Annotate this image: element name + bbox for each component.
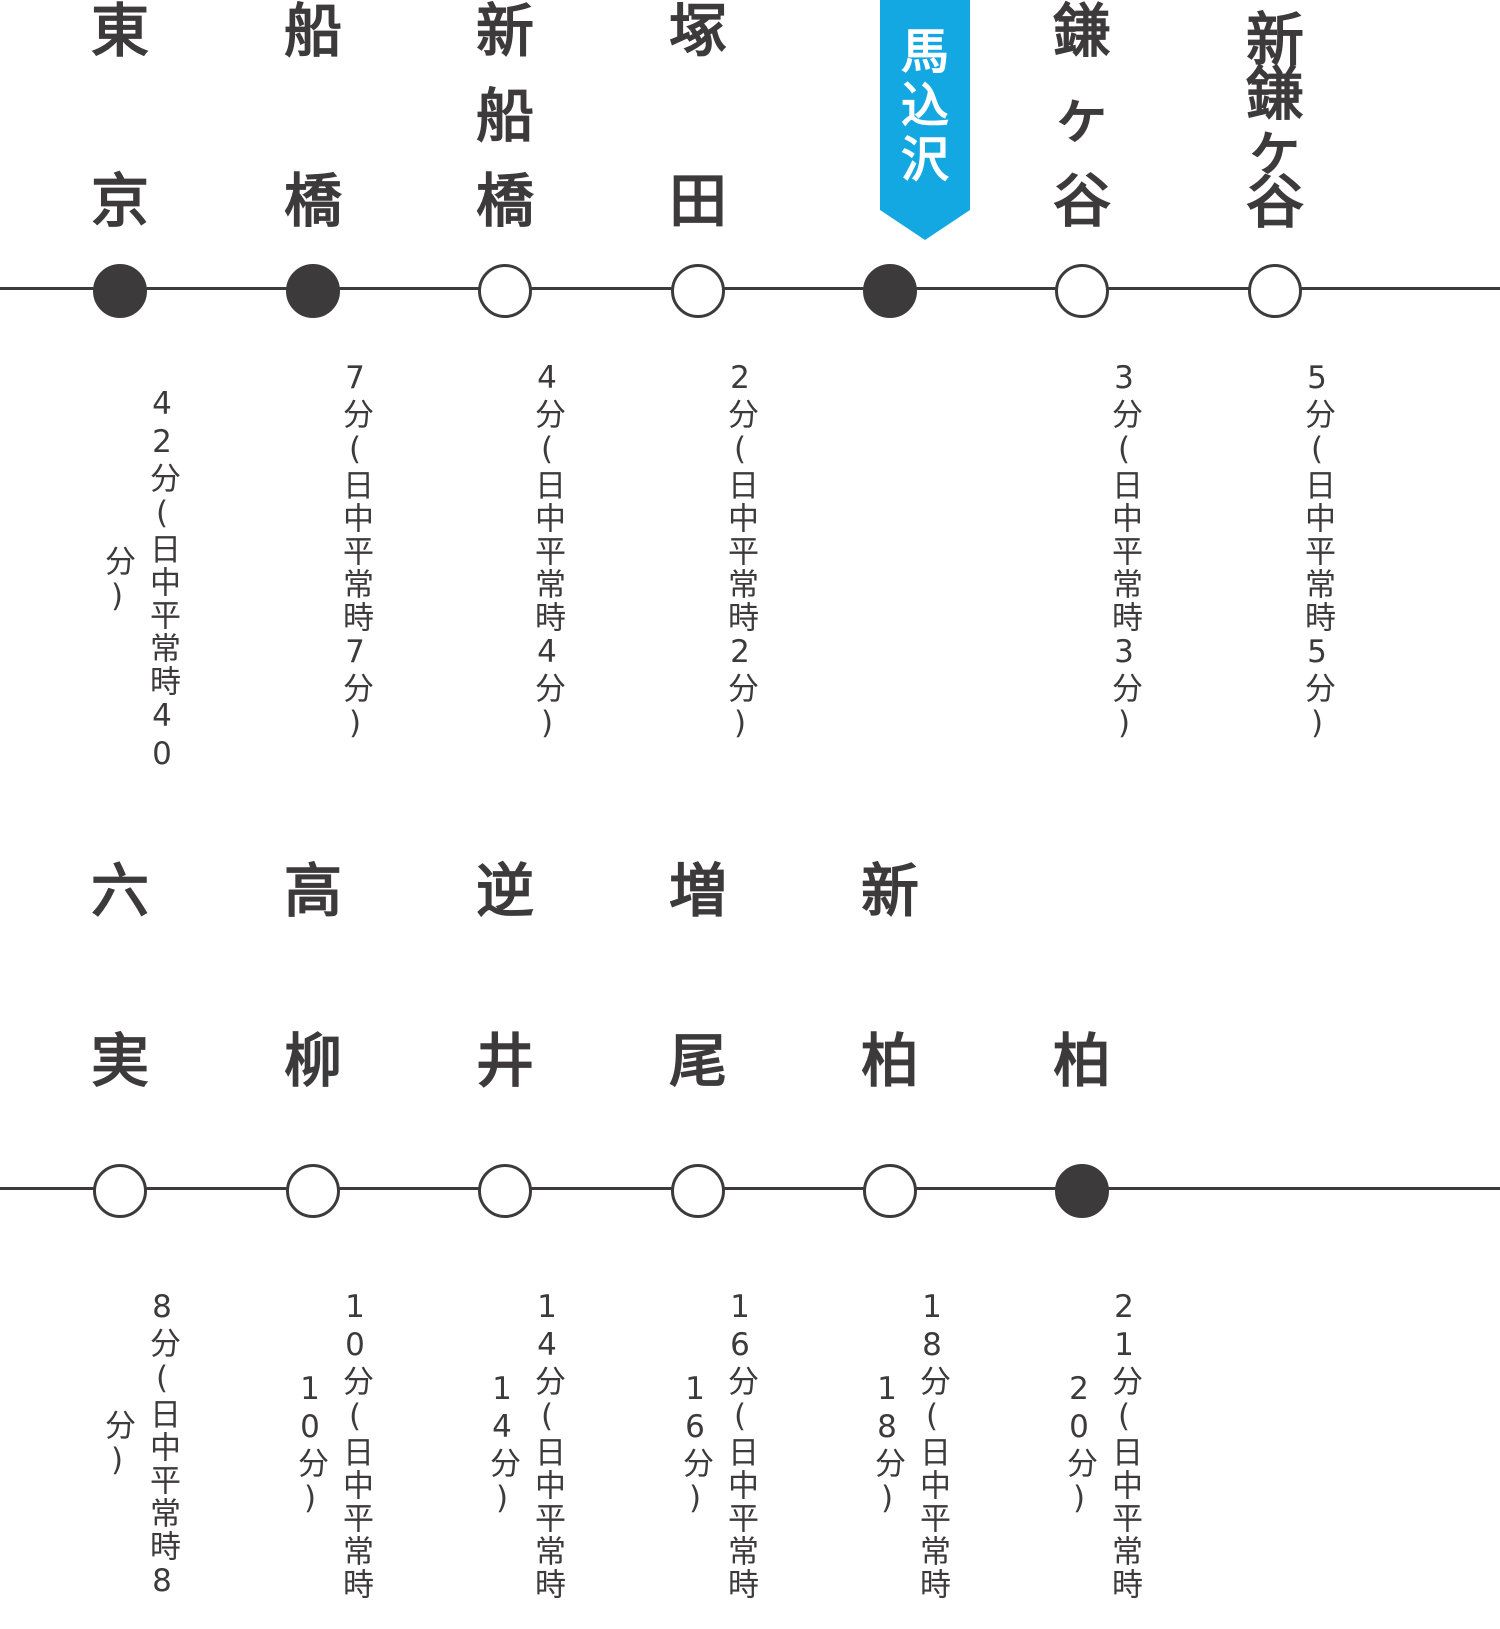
station-name: 新船橋 xyxy=(475,0,534,235)
station-dot-open xyxy=(286,1164,340,1218)
route-row-top: 東京 42分(日中平常時40分) 船橋 7分(日中平常時7分) 新船橋 4分(日中平常時4… xyxy=(0,0,1500,800)
travel-time: 21分(日中平常時20分) xyxy=(1061,1288,1142,1601)
station-dot-open xyxy=(671,1164,725,1218)
station: 馬込沢 xyxy=(825,0,955,800)
station-name: 逆井 xyxy=(475,857,534,1095)
station: 新船橋 4分(日中平常時4分) xyxy=(440,0,570,800)
station-dot-open xyxy=(671,264,725,318)
station: 新鎌ヶ谷 5分(日中平常時5分) xyxy=(1210,0,1340,800)
station-name: 六実 xyxy=(90,857,149,1095)
station-name: 船橋 xyxy=(283,0,342,235)
station: 新柏 18分(日中平常時18分) xyxy=(825,860,955,1629)
station-name: 塚田 xyxy=(668,0,727,235)
route-line-top xyxy=(0,287,1500,290)
travel-time: 42分(日中平常時40分) xyxy=(99,386,180,774)
station-name: 東京 xyxy=(90,0,149,235)
travel-time: 8分(日中平常時8分) xyxy=(99,1288,180,1601)
station: 東京 42分(日中平常時40分) xyxy=(55,0,185,800)
station: 高柳 10分(日中平常時10分) xyxy=(248,860,378,1629)
station-dot-open xyxy=(478,264,532,318)
travel-time: 18分(日中平常時18分) xyxy=(869,1288,950,1601)
station-dot-filled xyxy=(93,264,147,318)
station-dot-open xyxy=(863,1164,917,1218)
station-name: 増尾 xyxy=(668,857,727,1095)
station: 逆井 14分(日中平常時14分) xyxy=(440,860,570,1629)
travel-time: 10分(日中平常時10分) xyxy=(292,1288,373,1601)
travel-time: 7分(日中平常時7分) xyxy=(337,360,373,743)
travel-time: 2分(日中平常時2分) xyxy=(722,360,758,743)
station-name: 高柳 xyxy=(283,857,342,1095)
station-dot-open xyxy=(1248,264,1302,318)
station-name: 新柏 xyxy=(860,857,919,1095)
station: 増尾 16分(日中平常時16分) xyxy=(633,860,763,1629)
travel-time: 3分(日中平常時3分) xyxy=(1106,360,1142,743)
route-line-bottom xyxy=(0,1187,1500,1190)
current-station-label: 馬込沢 xyxy=(900,24,949,188)
travel-time: 16分(日中平常時16分) xyxy=(677,1288,758,1601)
station: 船橋 7分(日中平常時7分) xyxy=(248,0,378,800)
station: 塚田 2分(日中平常時2分) xyxy=(633,0,763,800)
station-dot-filled xyxy=(286,264,340,318)
route-row-bottom: 六実 8分(日中平常時8分) 高柳 10分(日中平常時10分) 逆井 14分(日中平常時1… xyxy=(0,860,1500,1629)
station-name: 新鎌ヶ谷 xyxy=(1245,6,1304,236)
station-name: 柏 xyxy=(1052,1027,1111,1095)
station: 六実 8分(日中平常時8分) xyxy=(55,860,185,1629)
station: 柏 21分(日中平常時20分) xyxy=(1017,860,1147,1629)
station-dot-open xyxy=(1055,264,1109,318)
current-station-marker: 馬込沢 xyxy=(880,0,970,240)
travel-time: 5分(日中平常時5分) xyxy=(1299,360,1335,743)
station-dot-filled xyxy=(863,264,917,318)
travel-time: 14分(日中平常時14分) xyxy=(484,1288,565,1601)
station: 鎌ヶ谷 3分(日中平常時3分) xyxy=(1017,0,1147,800)
station-name: 鎌ヶ谷 xyxy=(1052,0,1111,235)
station-dot-open xyxy=(93,1164,147,1218)
station-dot-open xyxy=(478,1164,532,1218)
station-dot-filled xyxy=(1055,1164,1109,1218)
current-station-pointer xyxy=(880,210,970,240)
current-station-banner xyxy=(880,0,970,210)
travel-time: 4分(日中平常時4分) xyxy=(529,360,565,743)
